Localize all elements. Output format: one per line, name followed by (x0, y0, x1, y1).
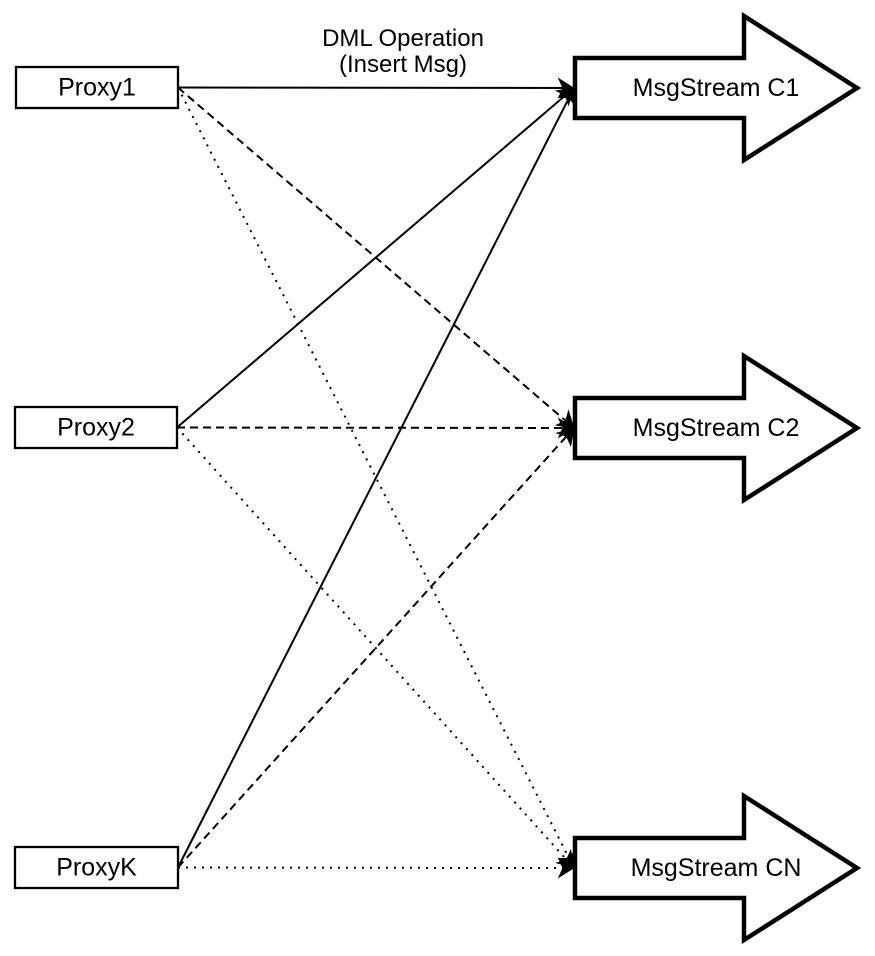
proxy-label-proxy1: Proxy1 (58, 74, 136, 102)
stream-arrow-c1 (572, 11, 862, 165)
stream-label-c2: MsgStream C2 (633, 414, 800, 442)
edge-proxy1-c2-dashed (177, 86, 575, 429)
proxy-label-proxy2: Proxy2 (57, 414, 135, 442)
edge-proxyK-cn-dotted (177, 857, 575, 879)
proxy-label-proxyK: ProxyK (56, 854, 137, 882)
stream-arrow-c2 (572, 351, 862, 505)
edge-proxy2-c2-dashed (176, 417, 575, 439)
dml-operation-label-line1: DML Operation (322, 25, 484, 52)
proxy-box-proxy1 (14, 65, 180, 110)
dml-operation-label-line2: (Insert Msg) (339, 51, 467, 78)
edge-proxy1-c1-solid (177, 77, 575, 99)
stream-arrow-cn (572, 791, 862, 945)
edge-proxy2-cn-dotted (176, 426, 575, 869)
stream-label-c1: MsgStream C1 (633, 74, 800, 102)
stream-label-cn: MsgStream CN (631, 854, 802, 882)
edge-proxy1-cn-dotted (177, 87, 576, 869)
edge-proxyK-c1-solid (177, 87, 576, 868)
edge-proxyK-c2-dashed (177, 427, 575, 869)
